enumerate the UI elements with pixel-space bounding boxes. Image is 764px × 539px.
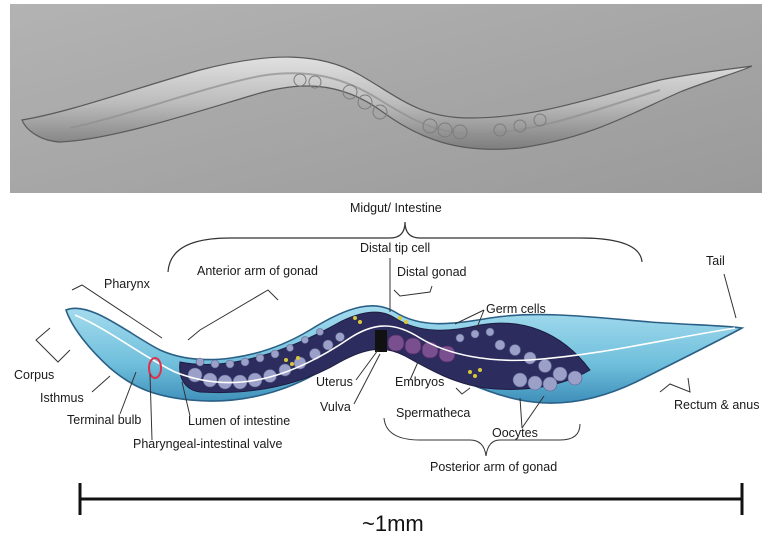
label-posterior-arm: Posterior arm of gonad [430,460,557,474]
label-isthmus: Isthmus [40,391,84,405]
label-distal-tip-cell: Distal tip cell [360,241,430,255]
label-oocytes: Oocytes [492,426,538,440]
label-embryos: Embryos [395,375,444,389]
scale-label: ~1mm [362,511,424,536]
label-distal-gonad: Distal gonad [397,265,467,279]
label-corpus: Corpus [14,368,54,382]
label-anterior-arm: Anterior arm of gonad [197,264,318,278]
label-spermatheca: Spermatheca [396,406,470,420]
vulva-shape [375,330,387,352]
label-uterus: Uterus [316,375,353,389]
label-pharynx: Pharynx [104,277,151,291]
label-rectum-anus: Rectum & anus [674,398,759,412]
label-lumen: Lumen of intestine [188,414,290,428]
label-tail: Tail [706,254,725,268]
label-midgut: Midgut/ Intestine [350,201,442,215]
micrograph-panel [10,4,762,193]
label-vulva: Vulva [320,400,351,414]
label-germ-cells: Germ cells [486,302,546,316]
label-terminal-bulb: Terminal bulb [67,413,141,427]
label-pi-valve: Pharyngeal-intestinal valve [133,437,282,451]
